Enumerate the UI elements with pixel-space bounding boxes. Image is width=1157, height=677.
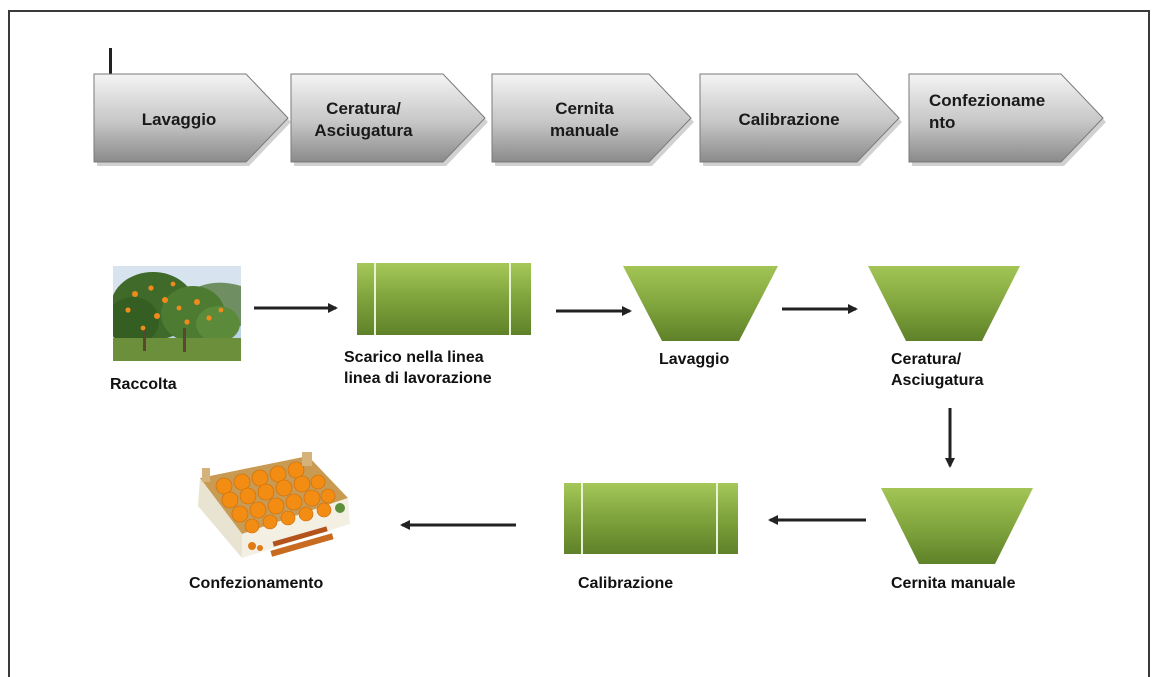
cernita-machine — [881, 488, 1033, 564]
chevron-label: Confezioname nto — [929, 91, 1046, 132]
chevron-ceratura: Ceratura/ Asciugatura — [290, 73, 491, 166]
lavaggio-machine — [623, 266, 778, 341]
label-scarico: Scarico nella linea linea di lavorazione — [344, 349, 492, 387]
label-cernita: Cernita manuale — [891, 575, 1016, 592]
text-cursor — [109, 48, 112, 74]
frame-right-border — [1148, 10, 1150, 677]
label-calibrazione: Calibrazione — [578, 575, 674, 592]
chevron-label: Lavaggio — [141, 110, 217, 129]
ceratura-machine — [868, 266, 1020, 341]
chevron-label: Calibrazione — [738, 110, 840, 129]
machine-stripe — [509, 263, 511, 335]
chevron-confezionamento: Confezioname nto — [908, 73, 1109, 166]
label-confezionamento: Confezionamento — [189, 575, 324, 592]
label-ceratura: Ceratura/ Asciugatura — [891, 351, 984, 389]
chevron-cernita: Cernita manuale — [491, 73, 697, 166]
machine-stripe — [581, 483, 583, 554]
scarico-machine — [357, 263, 531, 335]
orange-grove-photo — [113, 266, 241, 361]
label-lavaggio: Lavaggio — [659, 351, 730, 368]
machine-stripe — [716, 483, 718, 554]
chevron-label: Cernita manuale — [550, 99, 619, 140]
orange-crate-photo — [190, 448, 352, 562]
chevron-calibrazione: Calibrazione — [699, 73, 905, 166]
frame-top-border — [8, 10, 1150, 12]
machine-stripe — [374, 263, 376, 335]
calibrazione-machine — [564, 483, 738, 554]
frame-left-border — [8, 10, 10, 677]
label-raccolta: Raccolta — [110, 376, 177, 393]
chevron-label: Ceratura/ Asciugatura — [314, 99, 413, 140]
chevron-lavaggio: Lavaggio — [93, 73, 294, 166]
